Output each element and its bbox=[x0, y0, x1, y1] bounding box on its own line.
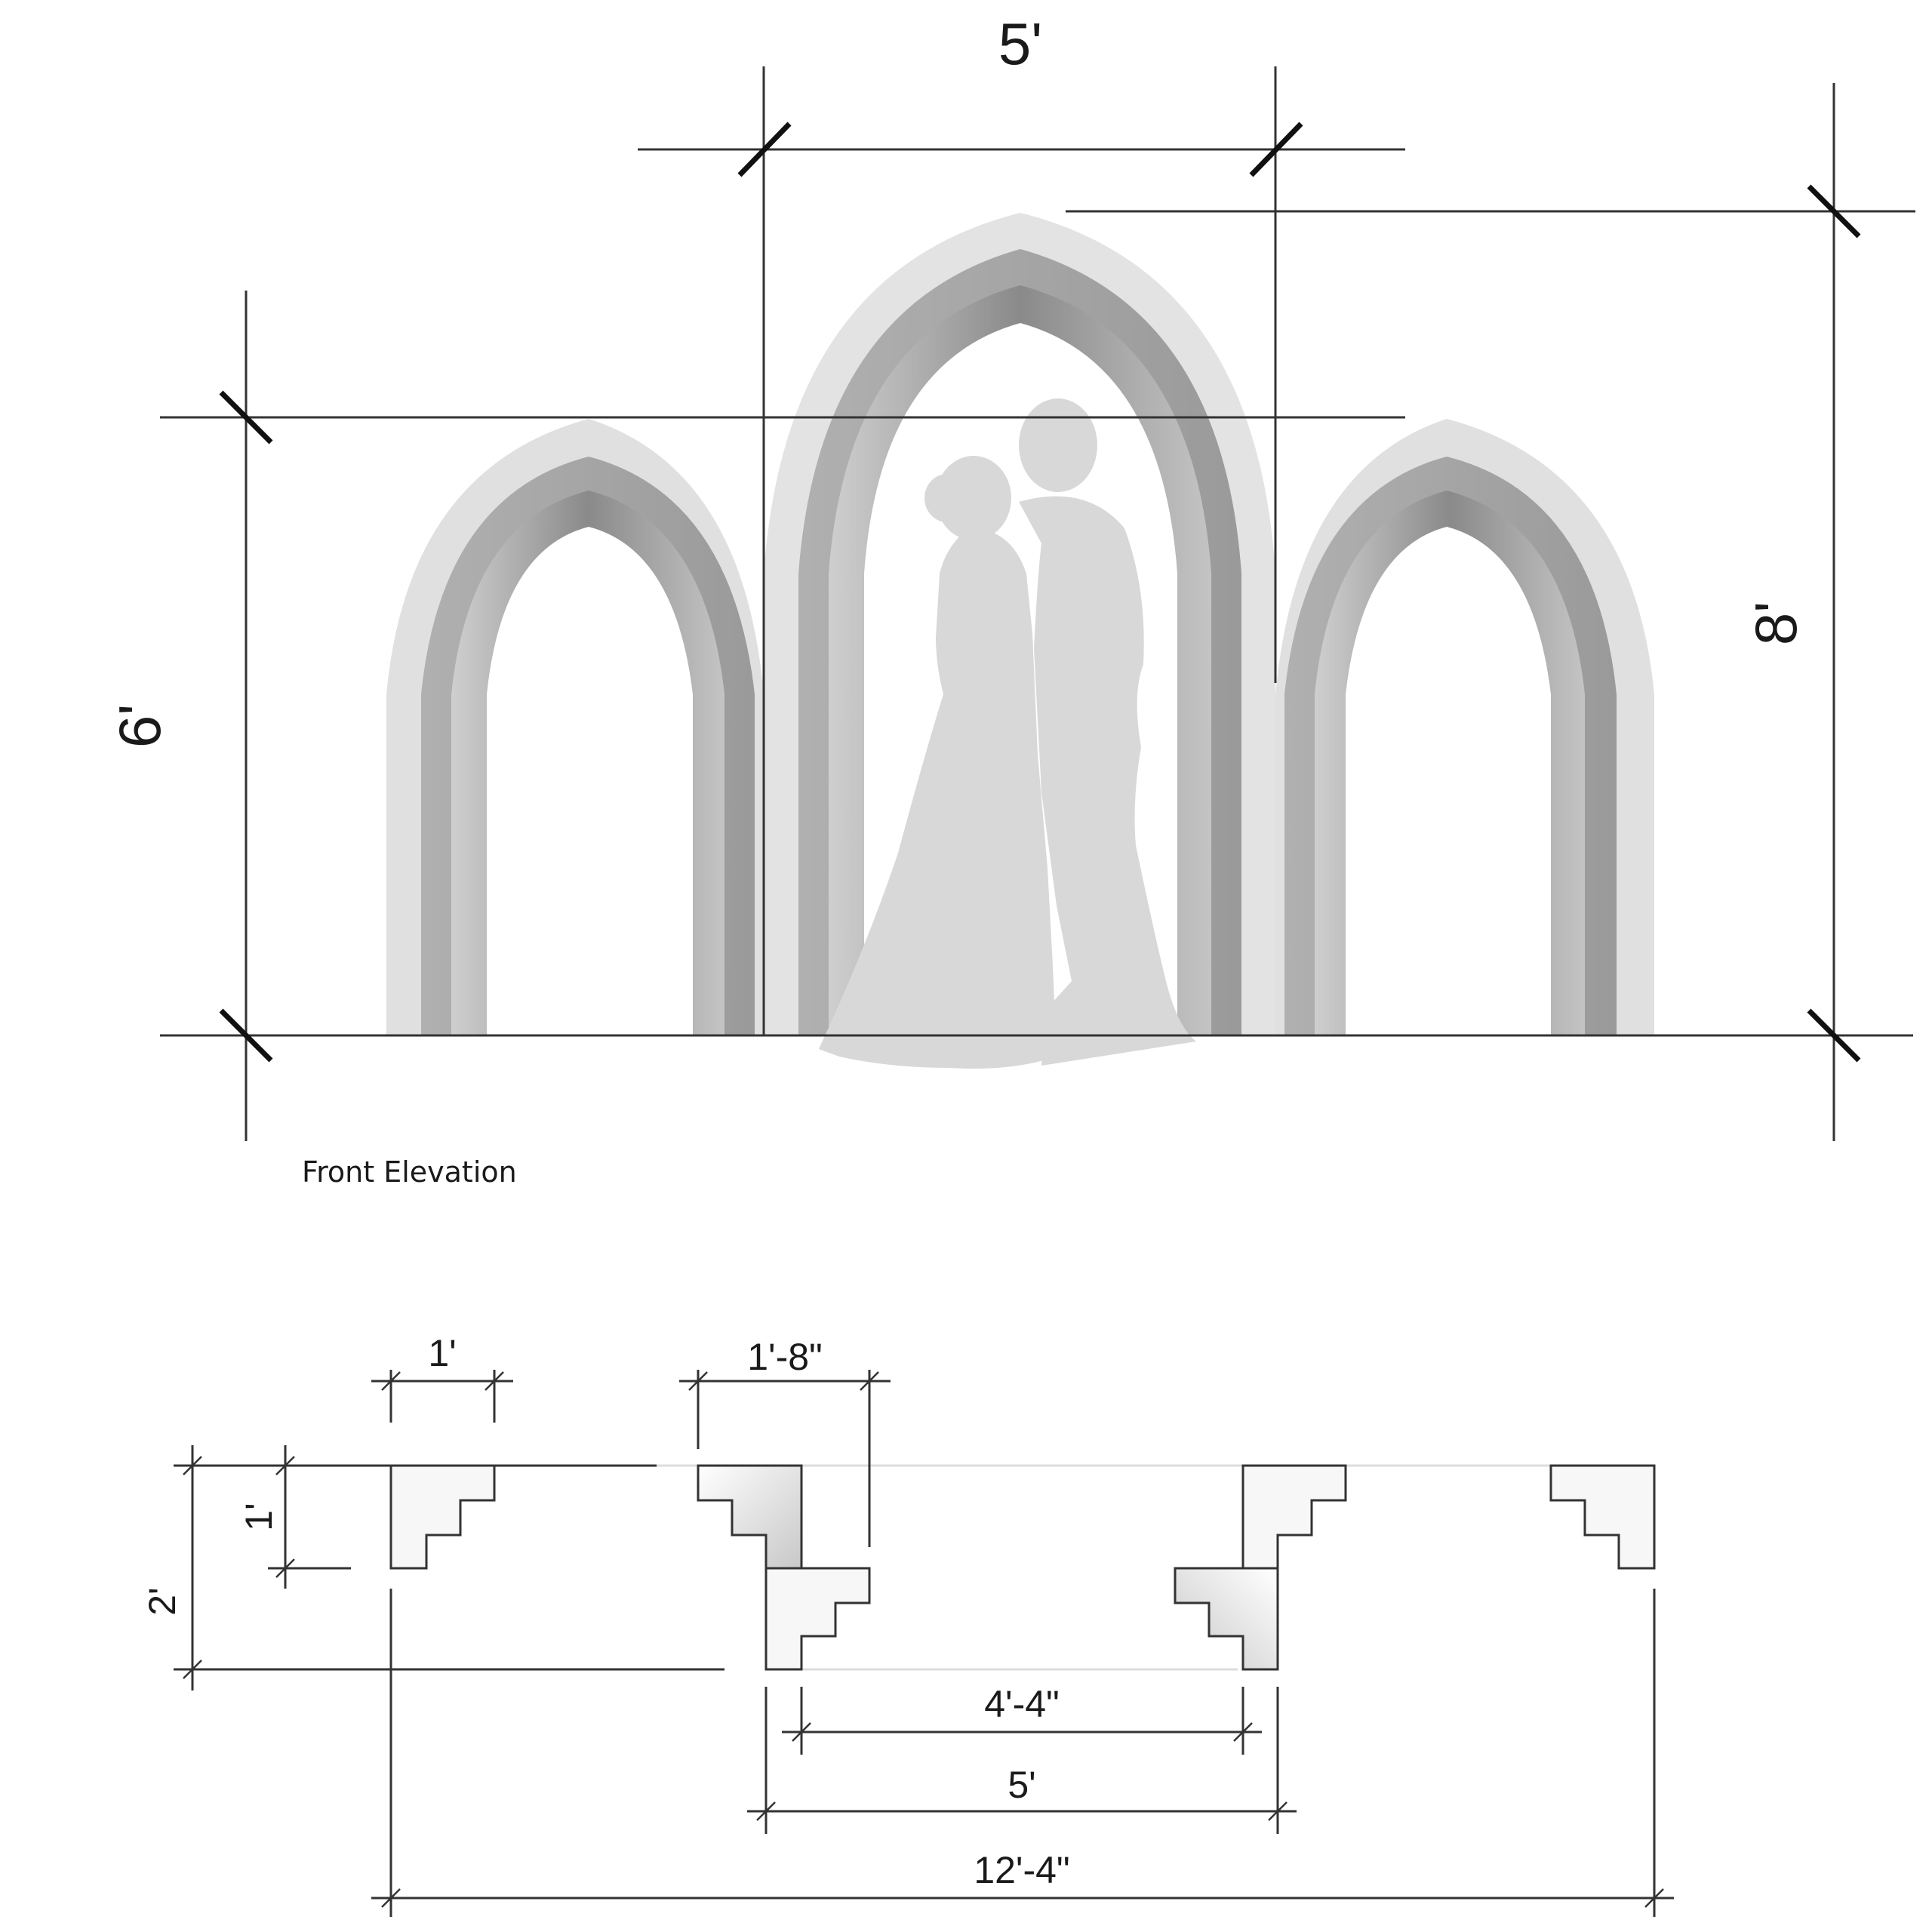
dim-left-height: 6' bbox=[106, 291, 1405, 1141]
front-elevation-caption: Front Elevation bbox=[302, 1155, 517, 1189]
right-arch bbox=[1275, 419, 1654, 1035]
left-arch bbox=[386, 419, 764, 1035]
dim-right-height: 8' bbox=[1066, 83, 1915, 1141]
dim-label-offset-width: 1'-8" bbox=[747, 1336, 823, 1378]
dim-label-block-depth: 1' bbox=[238, 1503, 280, 1531]
plan-block-left-inner bbox=[697, 1464, 803, 1570]
dim-offset-width: 1'-8" bbox=[679, 1336, 891, 1547]
dim-label-total-depth: 2' bbox=[141, 1587, 183, 1615]
plan-block-right-inner bbox=[1241, 1464, 1347, 1570]
dim-block-depth: 1' bbox=[238, 1445, 391, 1589]
dim-label-overall-width: 12'-4" bbox=[974, 1849, 1069, 1891]
dim-inner-opening: 4'-4" bbox=[782, 1683, 1262, 1755]
dim-block-width: 1' bbox=[371, 1332, 513, 1423]
dim-label-block-width: 1' bbox=[428, 1332, 456, 1374]
dim-label-top-width: 5' bbox=[998, 11, 1042, 77]
dim-label-center-width: 5' bbox=[1008, 1764, 1035, 1806]
dim-center-width: 5' bbox=[747, 1687, 1297, 1834]
dim-label-inner-opening: 4'-4" bbox=[984, 1683, 1060, 1725]
couple-silhouette bbox=[819, 398, 1196, 1069]
plan-block-center-right bbox=[1174, 1567, 1279, 1671]
dim-label-right-height: 8' bbox=[1743, 601, 1809, 645]
plan-block-center-left bbox=[764, 1567, 871, 1671]
plan-block-left-outer bbox=[389, 1464, 496, 1570]
plan-view: 1' 1'-8" 1' 2' bbox=[141, 1332, 1674, 1917]
dim-label-left-height: 6' bbox=[106, 704, 173, 748]
front-elevation: 5' 6' 8' Front Elevation bbox=[106, 11, 1915, 1189]
plan-block-right-outer bbox=[1549, 1464, 1656, 1570]
dim-overall-width: 12'-4" bbox=[371, 1589, 1674, 1917]
dim-total-depth: 2' bbox=[141, 1445, 724, 1690]
dim-top-width: 5' bbox=[638, 11, 1405, 1035]
